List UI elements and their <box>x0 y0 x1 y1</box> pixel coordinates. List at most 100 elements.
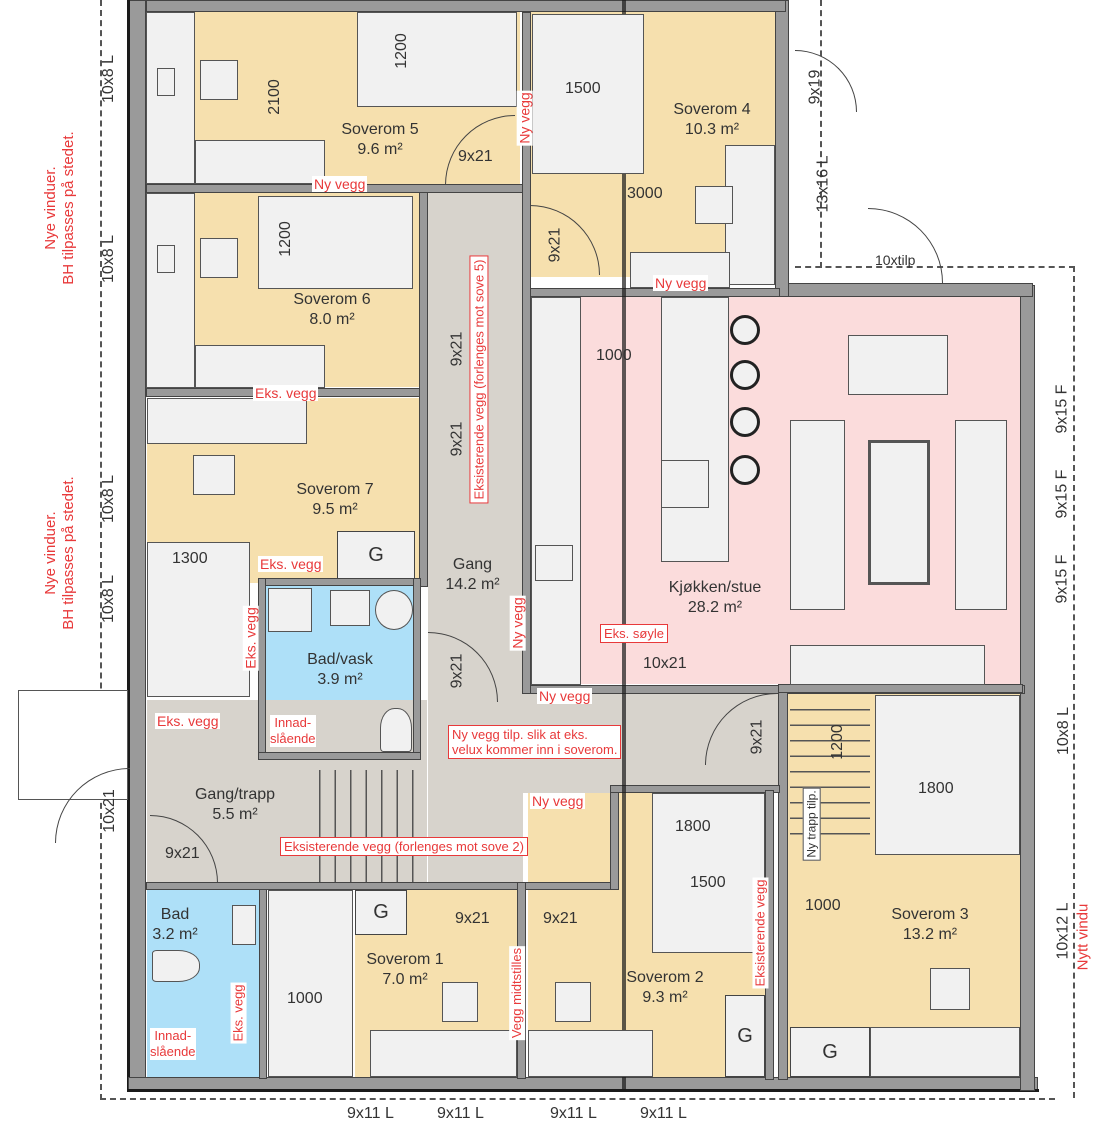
label-soverom-5: Soverom 5 9.6 m² <box>320 120 440 160</box>
desk-s3 <box>870 1027 1020 1077</box>
tv-bench <box>790 645 985 685</box>
window-left-2: 10x8 L <box>100 234 118 284</box>
room-name: Soverom 2 <box>626 969 704 986</box>
wall-outer-bottom-edge <box>127 1089 1039 1092</box>
g-s2: G <box>725 995 765 1077</box>
note-ny-vegg-kit: Ny vegg <box>537 688 593 704</box>
armchair <box>848 335 948 395</box>
room-area: 3.9 m² <box>317 671 363 688</box>
dim-1200-s6: 1200 <box>276 221 294 257</box>
window-left-3: 10x8 L <box>100 474 118 524</box>
note-eksisterende-vegg-sove2: Eksisterende vegg (forlenges mot sove 2) <box>280 837 528 856</box>
room-name: Soverom 4 <box>673 101 751 118</box>
wall-badvask-top <box>258 578 421 586</box>
wall-bad-right <box>259 889 267 1079</box>
note-innad-bad: Innad- slående <box>150 1028 196 1060</box>
dim-1800-s2: 1800 <box>675 818 711 835</box>
label-soverom-1: Soverom 1 7.0 m² <box>345 950 465 990</box>
wardrobe-s1 <box>268 890 353 1077</box>
window-bottom-3: 9x11 L <box>550 1105 597 1122</box>
g-s3: G <box>790 1027 870 1077</box>
label-gang: Gang 14.2 m² <box>425 555 520 595</box>
kitchen-island <box>661 297 729 562</box>
wall-s4-right <box>775 0 789 297</box>
note-ny-vegg-vert-top: Ny vegg <box>516 90 533 146</box>
desk-s5 <box>195 140 325 184</box>
window-bottom-1: 9x11 L <box>347 1105 394 1122</box>
drawer-s6 <box>157 245 175 273</box>
door-swing-veranda[interactable] <box>868 208 943 283</box>
door-label-s4: 9x21 <box>546 227 564 263</box>
wall-gang-right <box>522 12 531 694</box>
label-soverom-4: Soverom 4 10.3 m² <box>652 100 772 140</box>
label-bad: Bad 3.2 m² <box>140 905 210 945</box>
drawer-s5 <box>157 68 175 96</box>
door-label-s5: 9x21 <box>458 148 493 165</box>
bed-s4 <box>532 14 644 174</box>
room-area: 9.3 m² <box>642 989 688 1006</box>
wall-top <box>146 0 786 12</box>
wardrobe-s5 <box>146 12 195 184</box>
room-name: Soverom 7 <box>296 481 374 498</box>
label-soverom-7: Soverom 7 9.5 m² <box>275 480 395 520</box>
note-line: slående <box>270 731 316 746</box>
room-name: Soverom 3 <box>891 906 969 923</box>
label-bad-vask: Bad/vask 3.9 m² <box>290 650 390 690</box>
room-area: 14.2 m² <box>445 576 500 593</box>
bed-s5 <box>357 12 517 107</box>
room-area: 28.2 m² <box>687 599 743 616</box>
room-area: 13.2 m² <box>902 926 958 943</box>
chair-s3 <box>930 968 970 1010</box>
wall-badvask-left <box>258 578 266 758</box>
wall-kit-bottom <box>530 685 1025 694</box>
wall-s2-left <box>610 790 619 890</box>
bed-s3 <box>875 695 1020 855</box>
wall-badvask-right <box>413 578 421 758</box>
note-eks-vegg-trapp: Eks. vegg <box>155 713 221 729</box>
room-area: 8.0 m² <box>309 311 355 328</box>
chair-s6 <box>200 238 238 278</box>
note-eks-vegg-s6: Eks. vegg <box>253 385 319 401</box>
room-name: Soverom 6 <box>293 291 371 308</box>
sink-badvask <box>330 590 370 626</box>
kitchen-sink <box>535 545 573 581</box>
room-name: Gang/trapp <box>194 786 276 803</box>
note-line: Nye vinduer. <box>42 166 59 250</box>
note-ny-trapp: Ny trapp tilp. <box>802 787 821 861</box>
room-name: Bad <box>160 906 190 923</box>
room-name: Gang <box>452 556 493 573</box>
note-nye-vinduer-2: Nye vinduer. BH tilpasses på stedet. <box>42 468 78 638</box>
window-right-f1: 9x15 F <box>1053 384 1071 434</box>
note-vegg-midtstilles: Vegg midtstilles <box>509 945 526 1041</box>
chair-s5 <box>200 60 238 100</box>
desk-s7 <box>147 398 307 444</box>
window-right-f2: 9x15 F <box>1053 469 1071 519</box>
wall-lower-hall <box>146 882 616 890</box>
note-line: velux kommer inn i soverom. <box>452 742 618 757</box>
bar-stool-4 <box>730 455 760 485</box>
wall-badvask-bottom <box>258 752 421 760</box>
dim-1200-stairs: 1200 <box>828 724 846 760</box>
desk-s2 <box>528 1030 653 1077</box>
dim-1200-s5: 1200 <box>392 33 410 69</box>
g-s1: G <box>355 890 407 935</box>
door-label-trapp: 9x21 <box>165 845 200 862</box>
boundary-left <box>100 0 102 1100</box>
center-beam <box>622 0 626 1090</box>
dim-1500-s4: 1500 <box>565 80 601 97</box>
room-area: 3.2 m² <box>152 926 198 943</box>
window-right-mid: 10x8 L <box>1055 706 1073 756</box>
g-s7: G <box>337 531 415 579</box>
note-eks-vegg-bad: Eks. vegg <box>230 982 247 1044</box>
coffee-table <box>868 440 930 585</box>
door-swing-side[interactable] <box>795 50 857 112</box>
window-right-f3: 9x15 F <box>1053 554 1071 604</box>
stairs-gang-trapp <box>305 770 425 882</box>
wall-outer-left-edge <box>127 0 130 1092</box>
door-label-gang1: 9x21 <box>448 331 466 367</box>
note-ny-vegg-s2: Ny vegg <box>530 793 586 809</box>
note-line: BH tilpasses på stedet. <box>60 476 77 630</box>
note-eksisterende-vegg-s3: Eksisterende vegg <box>752 877 769 989</box>
wall-s2-top <box>610 785 780 793</box>
desk-s6 <box>195 345 325 388</box>
